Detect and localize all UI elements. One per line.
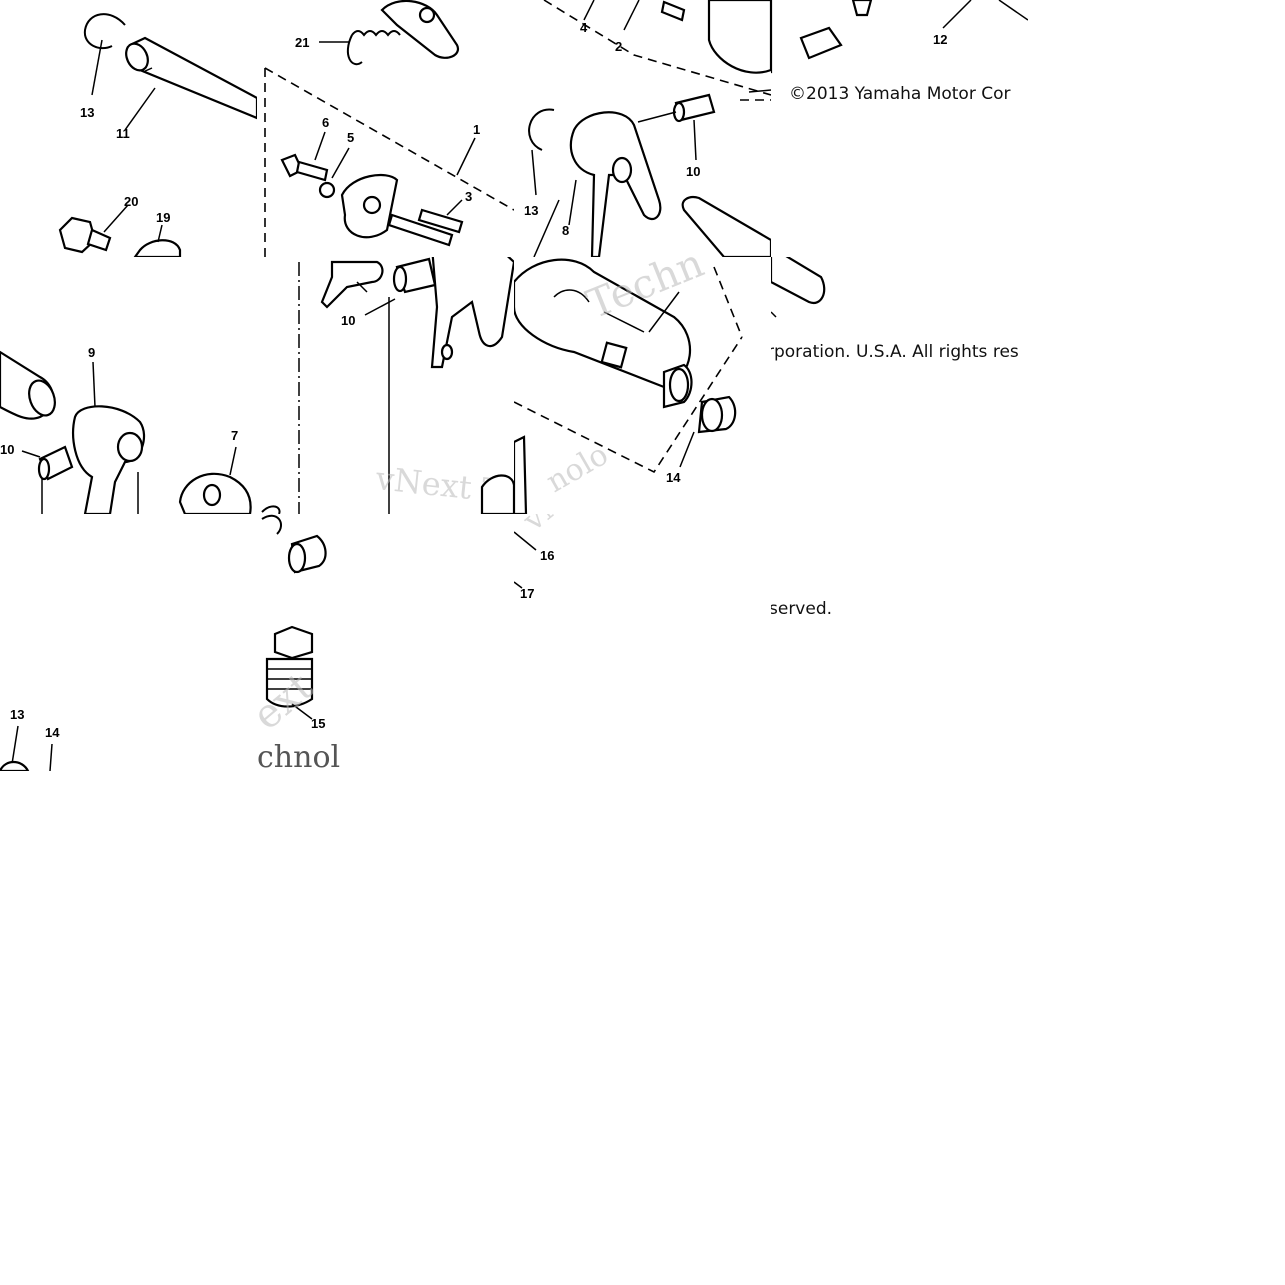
assembly-box-top [264,67,514,211]
tile-top-middle-art: 21 6 5 3 1 [264,0,514,257]
shift-drum-end-shape [707,0,771,74]
label-15: 15 [311,716,325,731]
label-1: 1 [473,122,480,137]
label-6: 6 [322,115,329,130]
label-13b: 13 [524,203,538,218]
diagram-tile-lower-far-right: served. [771,514,1028,634]
tile-lower-right-art: 16 17 vNe [514,514,586,601]
pin-3-shape [387,213,454,247]
circlip-13-shape [83,13,126,50]
label-13: 13 [80,105,94,120]
label-2: 2 [615,39,622,54]
plug-15-shape [273,625,314,660]
drum-stopper-shape [600,341,628,369]
diagram-tile-middle-far-right: rporation. U.S.A. All rights res [771,257,1028,514]
label-16: 16 [540,548,554,563]
plug-top-shape [851,0,873,17]
label-20: 20 [124,194,138,209]
assembly-box-upper [543,0,771,96]
label-13c: 13 [10,707,24,722]
copyright-line-1: ©2013 Yamaha Motor Cor [789,84,1011,104]
spring-21-shape [351,30,401,37]
circlip-small-shape [261,505,281,514]
diagram-tile-top-right: 4 2 13 8 10 [514,0,771,257]
label-7: 7 [231,428,238,443]
shift-fork-8-shape [569,111,662,257]
shaft-end-shape [771,257,826,305]
spring-16-top-shape [480,474,514,514]
shift-drum-shape [514,258,692,389]
tile-middle-far-right-art [771,257,826,318]
diagram-tile-top-far-right: 12 ©2013 Yamaha Motor Cor [771,0,1028,257]
shaft-11-shape [128,36,257,120]
circlip-13c-shape [0,760,30,771]
circlip-13b-shape [528,108,555,151]
label-5: 5 [347,130,354,145]
diagram-tile-lower-right: 16 17 vNe [514,514,771,611]
circlip-lower-shape [261,514,282,535]
shift-fork-center-shape [320,260,384,309]
tile-center-art: 10 vNext T [261,257,514,514]
label-12: 12 [933,32,947,47]
watermark-vne: vNe [516,514,586,539]
tile-lower-left-art: 13 14 [0,707,60,771]
watermark-chnol: chnol [257,740,340,771]
diagram-tile-top-middle: 21 6 5 3 1 [257,0,514,257]
tile-top-left-art: 13 11 20 19 [58,13,257,257]
label-14b: 14 [45,725,60,740]
shift-lever-shape [380,0,460,59]
tile-middle-right-art: 14 Techn nolo [514,257,743,514]
tile-top-far-right-art: 12 [771,0,1028,74]
label-11: 11 [116,126,130,141]
tile-top-right-art: 4 2 13 8 10 [524,0,771,257]
label-8: 8 [562,223,569,238]
diagram-tile-top-left: 13 11 20 19 [0,0,257,257]
tile-lower-center-art: 15 ext chnol [257,514,514,771]
copyright-line-3: served. [771,599,833,619]
assembly-box-lower [514,336,743,474]
washer-19-shape [133,239,182,257]
diagram-tile-lower-center: 15 ext chnol [257,514,514,771]
label-17: 17 [520,586,534,601]
label-14a: 14 [666,470,681,485]
label-21: 21 [295,35,309,50]
label-10c: 10 [341,313,355,328]
diagram-tile-lower-left: 13 14 [0,514,257,771]
pin-2-shape [660,0,686,22]
label-10a: 10 [686,164,700,179]
washer-5-shape [318,181,336,199]
guide-shaft-shape [681,196,771,257]
label-9: 9 [88,345,95,360]
tile-middle-left-art: 9 10 7 [0,345,252,514]
label-4: 4 [580,20,588,35]
copyright-line-2: rporation. U.S.A. All rights res [771,342,1019,362]
diagram-tile-middle-right: 14 Techn nolo [514,257,771,514]
diagram-tile-center: 10 vNext T [257,257,514,514]
fwd-tag-shape [799,26,843,60]
watermark-nolo: nolo [541,437,615,500]
label-3: 3 [465,189,472,204]
diagram-tile-middle-left: 9 10 7 [0,257,257,514]
label-10b: 10 [0,442,14,457]
label-19: 19 [156,210,170,225]
